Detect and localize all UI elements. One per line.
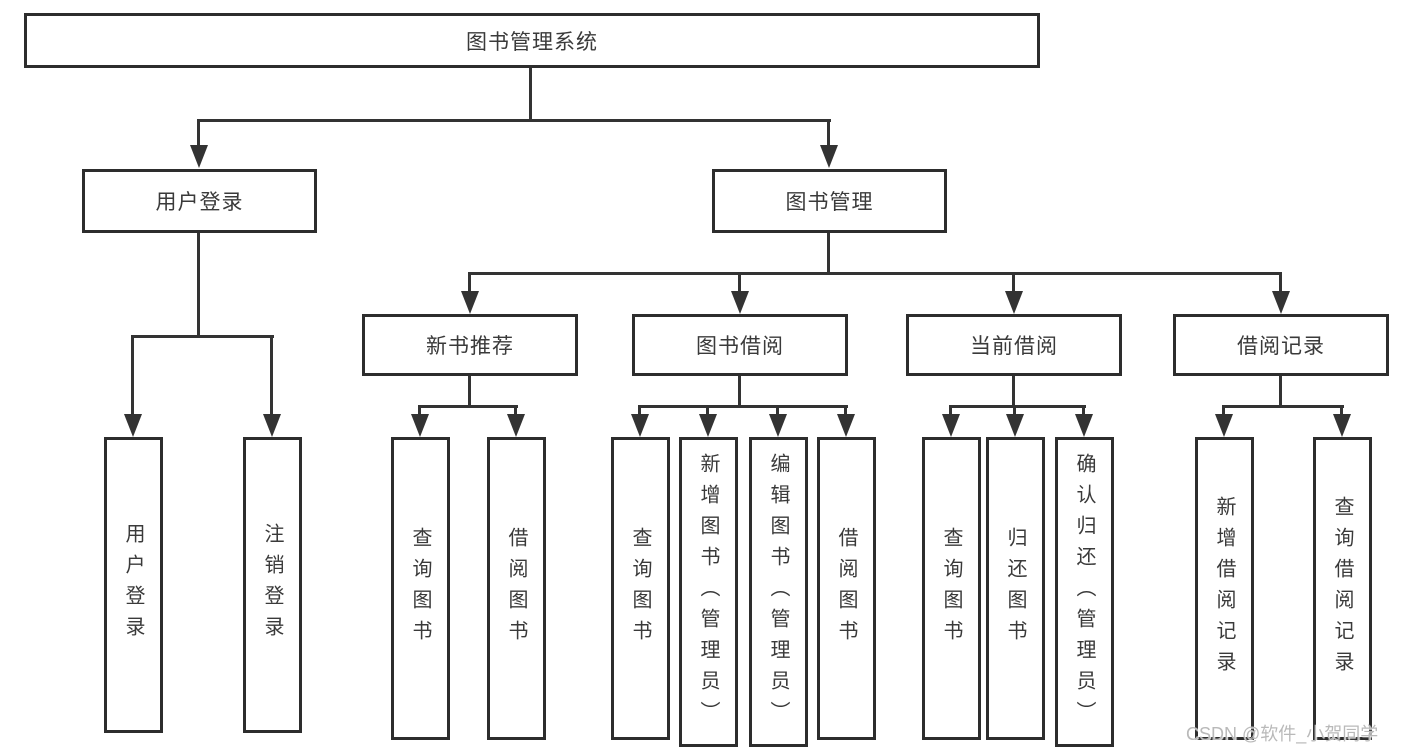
arrowhead [699, 414, 717, 437]
node-borrowing-records: 借阅记录 [1173, 314, 1389, 376]
connector [827, 119, 830, 147]
leaf-return-books: 归还图书 [986, 437, 1045, 740]
connector [131, 335, 274, 338]
leaf-query-books-current: 查询图书 [922, 437, 981, 740]
arrowhead [1215, 414, 1233, 437]
connector [468, 272, 471, 293]
connector [1222, 405, 1344, 408]
connector [1082, 405, 1085, 417]
arrowhead [1075, 414, 1093, 437]
node-library-system: 图书管理系统 [24, 13, 1040, 68]
leaf-borrow-books-borrowing: 借阅图书 [817, 437, 876, 740]
arrowhead [631, 414, 649, 437]
connector [270, 335, 273, 417]
arrowhead [411, 414, 429, 437]
connector [1279, 376, 1282, 407]
connector [468, 272, 1282, 275]
connector [949, 405, 952, 417]
connector [418, 405, 518, 408]
connector [468, 376, 471, 407]
connector [638, 405, 848, 408]
arrowhead [461, 291, 479, 314]
arrowhead [507, 414, 525, 437]
connector [1222, 405, 1225, 417]
arrowhead [1006, 414, 1024, 437]
leaf-query-borrow-record: 查询借阅记录 [1313, 437, 1372, 740]
arrowhead [124, 414, 142, 437]
node-book-management: 图书管理 [712, 169, 947, 233]
connector [1013, 405, 1016, 417]
leaf-edit-books-admin: 编辑图书（管理员） [749, 437, 808, 747]
arrowhead [837, 414, 855, 437]
connector [1012, 376, 1015, 407]
connector [131, 335, 134, 417]
connector [1279, 272, 1282, 293]
watermark-text: CSDN @软件_小贺同学 [1186, 724, 1379, 744]
connector [418, 405, 421, 417]
node-book-borrowing: 图书借阅 [632, 314, 848, 376]
arrowhead [1272, 291, 1290, 314]
connector [776, 405, 779, 417]
leaf-user-login: 用户登录 [104, 437, 163, 733]
arrowhead [820, 145, 838, 168]
arrowhead [769, 414, 787, 437]
leaf-borrow-books-recommend: 借阅图书 [487, 437, 546, 740]
leaf-confirm-return-admin: 确认归还（管理员） [1055, 437, 1114, 747]
arrowhead [1333, 414, 1351, 437]
arrowhead [731, 291, 749, 314]
leaf-query-books-recommend: 查询图书 [391, 437, 450, 740]
node-user-login: 用户登录 [82, 169, 317, 233]
connector [1340, 405, 1343, 417]
leaf-query-books-borrowing: 查询图书 [611, 437, 670, 740]
connector [197, 119, 200, 147]
leaf-add-books-admin: 新增图书（管理员） [679, 437, 738, 747]
connector [949, 405, 1086, 408]
connector [738, 272, 741, 293]
node-current-borrowing: 当前借阅 [906, 314, 1122, 376]
connector [529, 68, 532, 121]
arrowhead [1005, 291, 1023, 314]
connector [827, 233, 830, 274]
connector [1012, 272, 1015, 293]
leaf-logout: 注销登录 [243, 437, 302, 733]
connector [514, 405, 517, 417]
connector [844, 405, 847, 417]
connector [638, 405, 641, 417]
connector [706, 405, 709, 417]
connector [197, 119, 831, 122]
arrowhead [263, 414, 281, 437]
node-new-book-recommendation: 新书推荐 [362, 314, 578, 376]
arrowhead [190, 145, 208, 168]
connector [738, 376, 741, 407]
leaf-add-borrow-record: 新增借阅记录 [1195, 437, 1254, 740]
arrowhead [942, 414, 960, 437]
connector [197, 233, 200, 337]
